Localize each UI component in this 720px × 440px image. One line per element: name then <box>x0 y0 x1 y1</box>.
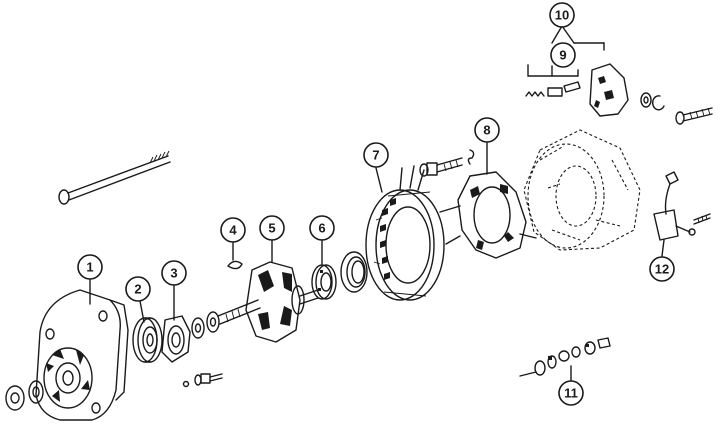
stator <box>365 165 445 301</box>
callout-circle-1 <box>77 254 103 280</box>
callout-10: 10 <box>549 2 575 28</box>
callout-label-10: 10 <box>555 8 569 23</box>
small-parts-kit <box>519 337 611 377</box>
callout-label-8: 8 <box>483 123 490 138</box>
callout-label-1: 1 <box>86 260 93 275</box>
pulley-nut <box>5 380 44 411</box>
callout-label-3: 3 <box>170 266 177 281</box>
rectifier-plate <box>439 171 537 259</box>
rotor <box>217 261 319 343</box>
front-housing <box>35 289 129 421</box>
callout-12: 12 <box>649 239 675 282</box>
callout-label-6: 6 <box>318 221 325 236</box>
callout-label-5: 5 <box>268 221 275 236</box>
callout-4: 4 <box>220 217 246 261</box>
callout-11: 11 <box>558 365 584 406</box>
bearing-seal-ring <box>340 251 368 293</box>
callout-label-11: 11 <box>564 386 578 401</box>
callout-label-7: 7 <box>372 148 379 163</box>
regulator-screw <box>675 107 713 125</box>
rear-bearing <box>311 264 337 300</box>
brush-springs <box>525 81 581 97</box>
callout-label-4: 4 <box>229 223 237 238</box>
callout-label-12: 12 <box>655 262 669 277</box>
terminal-lead <box>653 171 711 241</box>
regulator-bracket-lines <box>527 25 605 77</box>
callout-3: 3 <box>161 260 187 321</box>
callout-5: 5 <box>259 215 285 263</box>
callout-2: 2 <box>125 276 151 323</box>
rear-housing <box>523 129 641 251</box>
callout-8: 8 <box>474 117 500 175</box>
callout-label-9: 9 <box>559 48 566 63</box>
bearing-retainer-plate <box>161 315 191 363</box>
spacer-washers <box>191 311 220 339</box>
stator-bolt <box>419 149 475 177</box>
callout-label-2: 2 <box>134 282 141 297</box>
voltage-regulator <box>589 63 665 117</box>
callout-9: 9 <box>550 42 576 68</box>
callout-6: 6 <box>309 215 335 265</box>
front-bearing <box>132 317 163 363</box>
retainer-screw <box>182 373 223 388</box>
woodruff-key <box>227 260 243 270</box>
callout-7: 7 <box>363 142 389 193</box>
through-bolt <box>58 150 171 205</box>
callout-1: 1 <box>77 254 103 305</box>
